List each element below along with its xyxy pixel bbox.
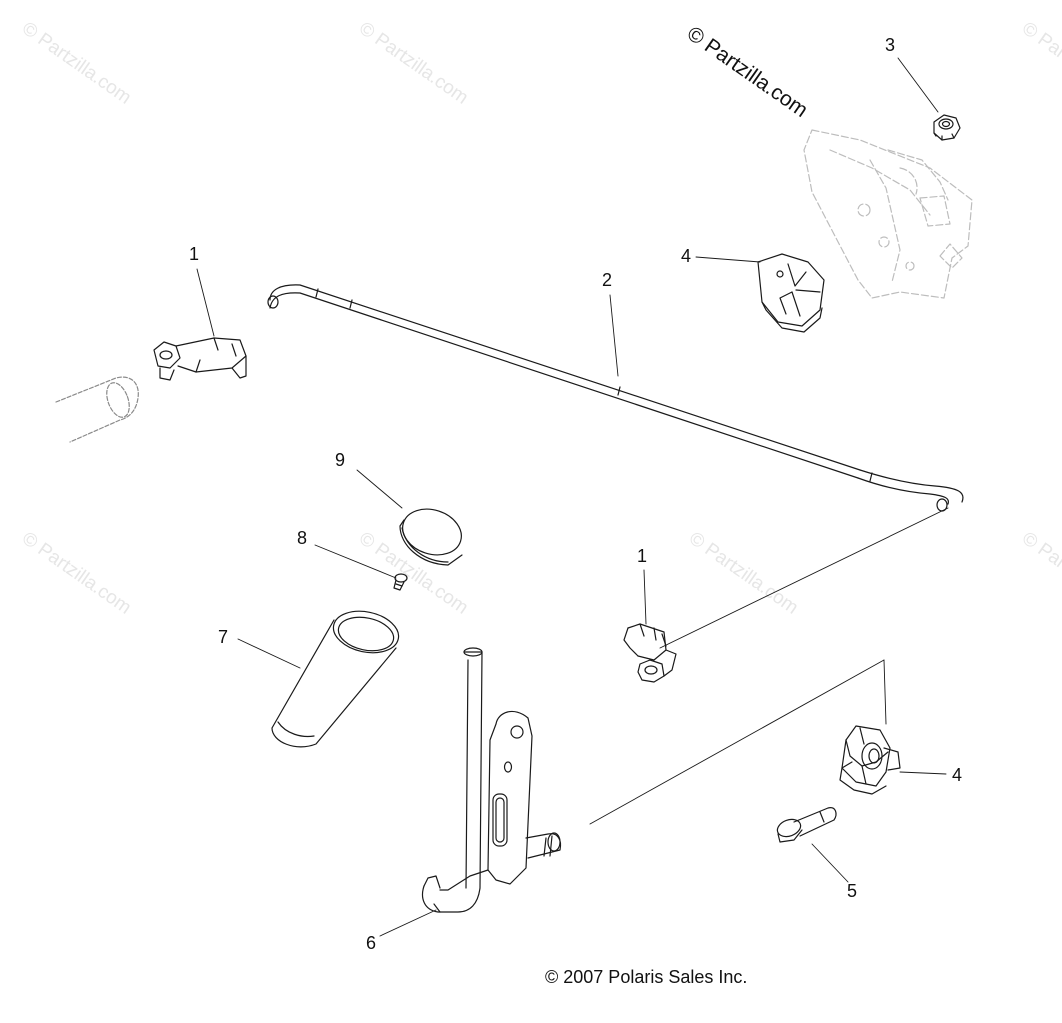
callout-5: 5 [847,881,858,901]
part-4-bushing-right [839,725,901,795]
part-7-grip [271,610,400,748]
frame-bracket-ghost [803,129,973,299]
part-6-pedal-lever [421,647,562,913]
callout-2: 2 [602,270,613,290]
part-9-knob-cap [399,508,463,566]
part-4-bushing-top [757,253,825,333]
callout-6: 6 [366,933,377,953]
callout-7: 7 [218,627,229,647]
callout-9: 9 [335,450,346,470]
part-1-link-left [153,337,247,381]
callout-3: 3 [885,35,896,55]
leader-lines [196,57,949,937]
ghost-cylinder [55,376,139,443]
part-2-stabilizer-bar [267,284,964,512]
callout-4-top: 4 [681,246,692,266]
callout-1-right: 1 [637,546,648,566]
copyright-notice: © 2007 Polaris Sales Inc. [545,967,748,987]
part-5-bolt [776,807,837,843]
part-8-screw [393,573,408,591]
callout-8: 8 [297,528,308,548]
part-3-nut [933,114,961,141]
callout-4-right: 4 [952,765,963,785]
part-1-link-right [623,623,677,683]
callout-1-left: 1 [189,244,200,264]
